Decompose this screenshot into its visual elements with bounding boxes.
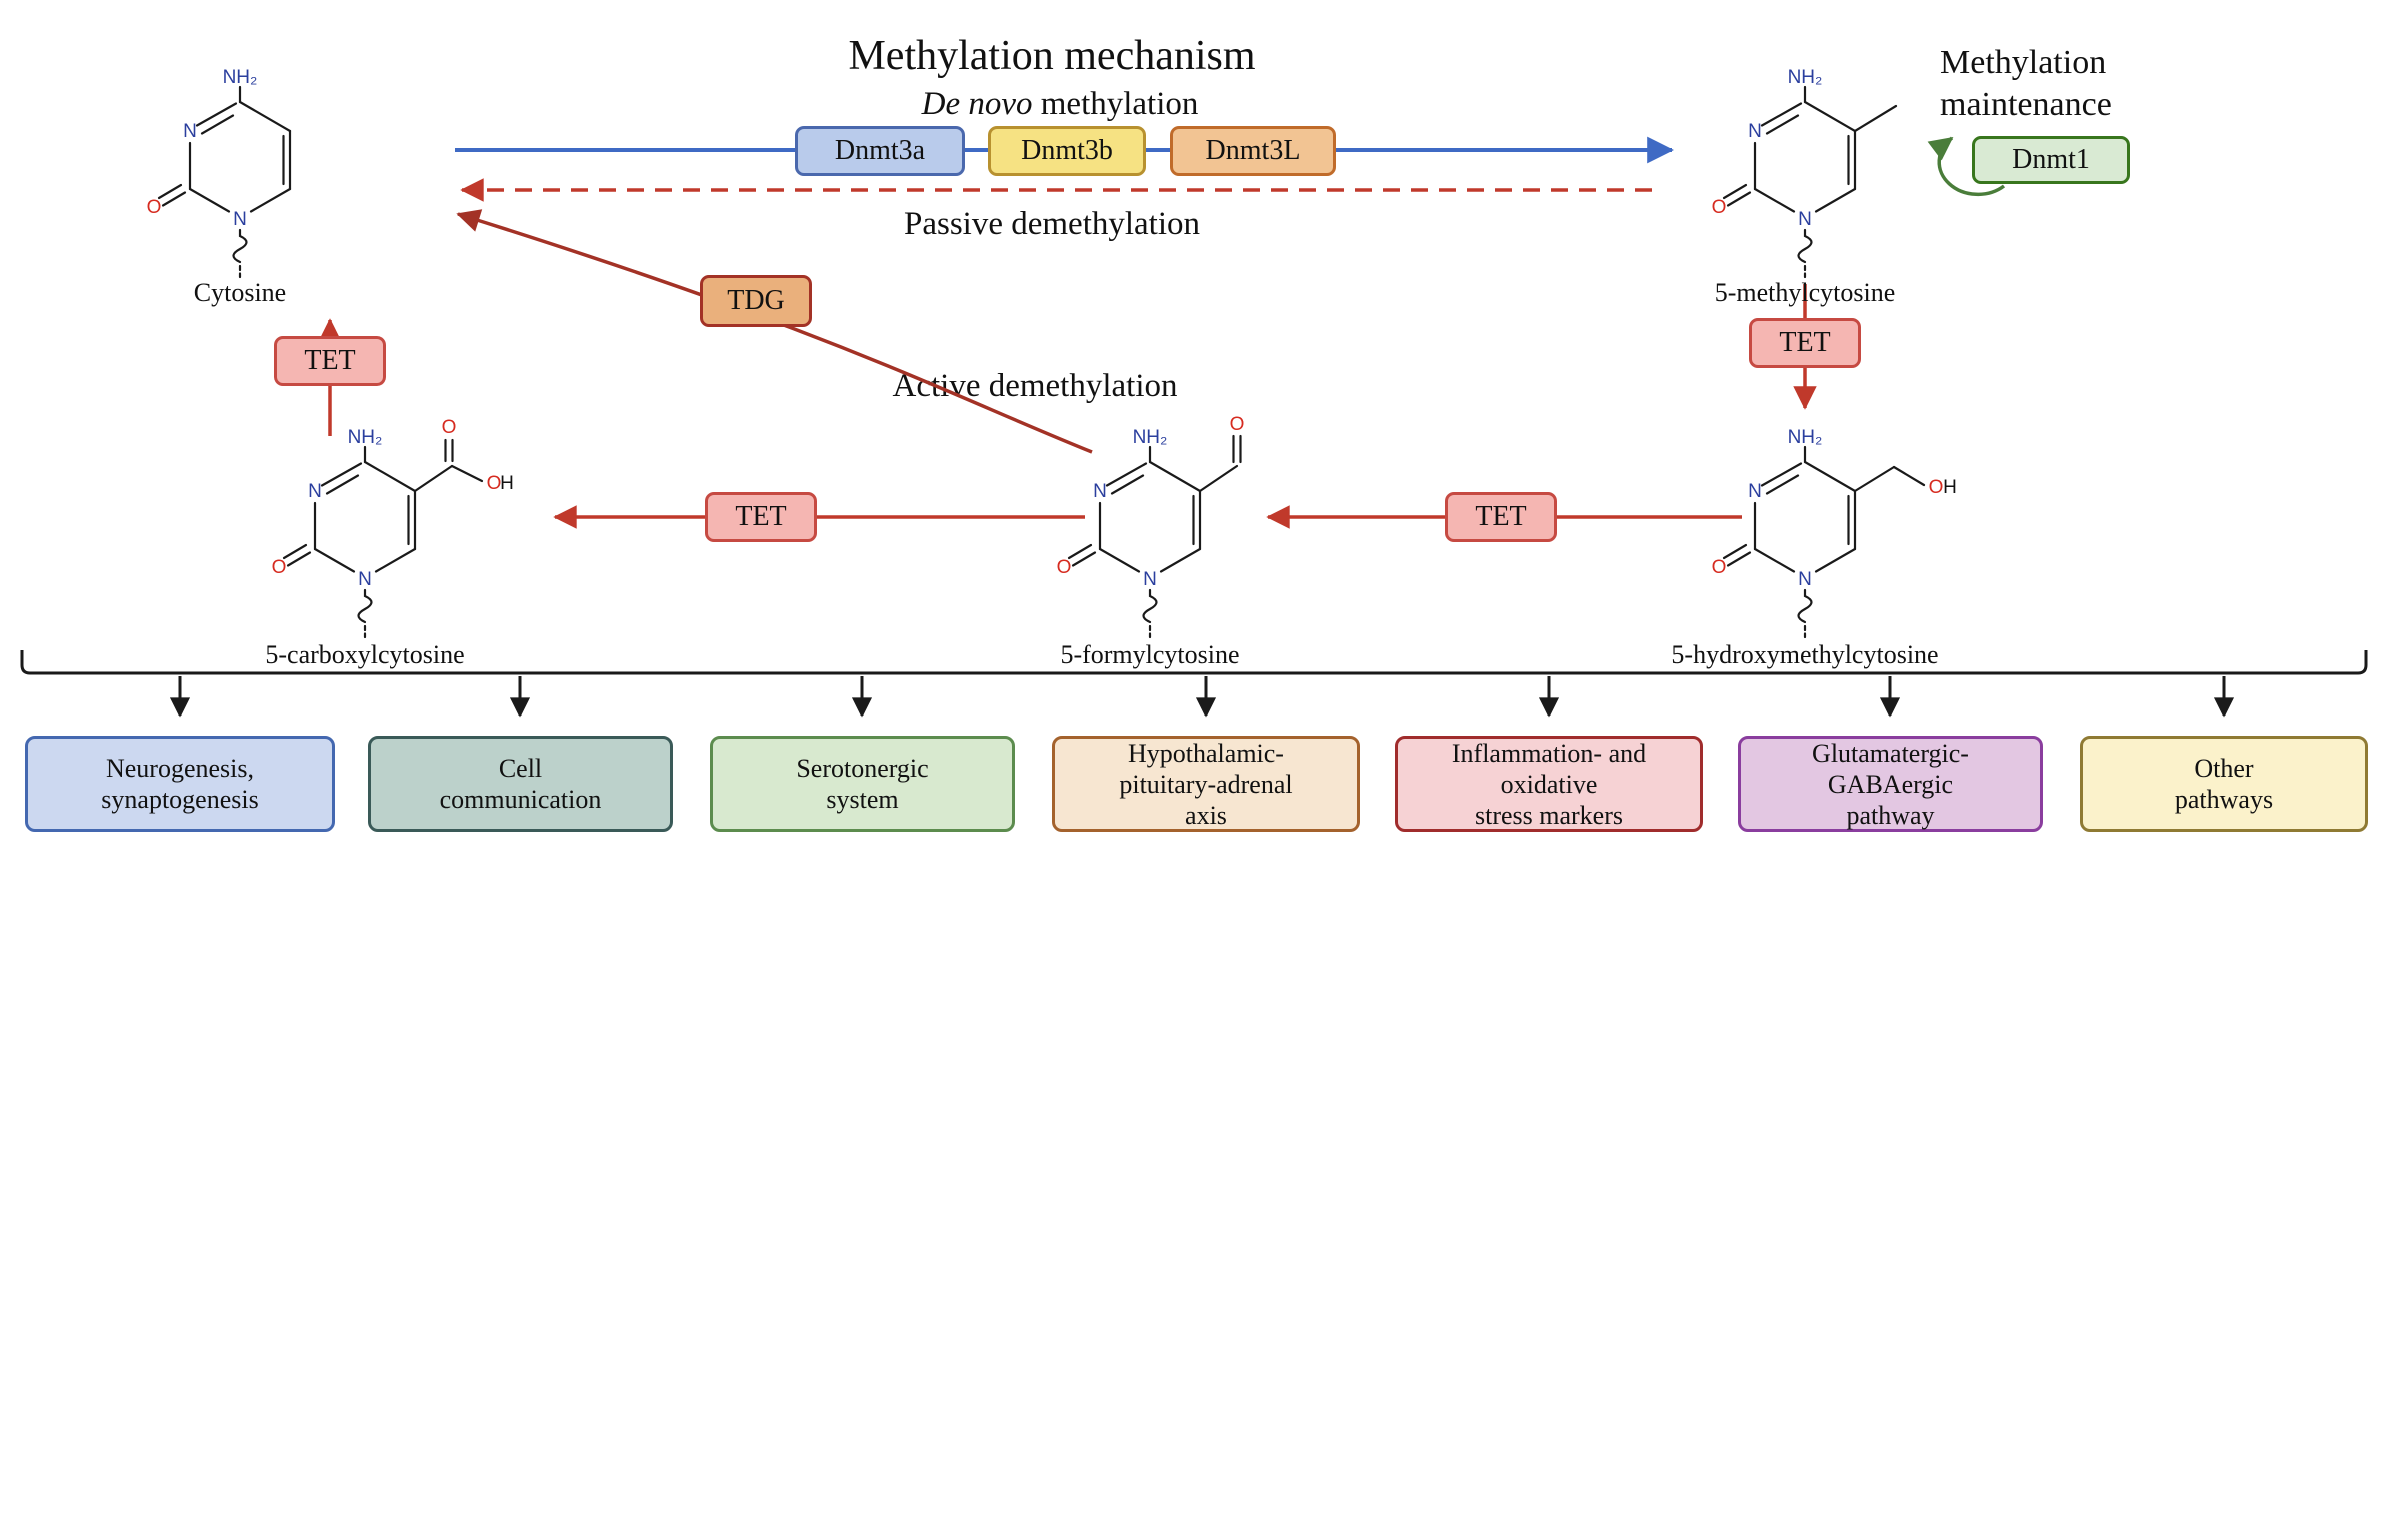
hydroxymethylcytosine-label: 5-hydroxymethylcytosine <box>1671 640 1939 669</box>
o-label: O <box>1057 557 1072 578</box>
nh2-label: NH₂ <box>1133 427 1168 448</box>
pathway-label: Hypothalamic- pituitary-adrenal axis <box>1119 738 1293 830</box>
h-label: H <box>500 473 514 494</box>
n-label: N <box>183 121 197 142</box>
dnmt3a-label: Dnmt3a <box>834 135 926 166</box>
n-label: N <box>1748 481 1762 502</box>
tet-box-3: TET <box>705 492 817 542</box>
passive-demethylation-label: Passive demethylation <box>903 206 1201 242</box>
formyl-bonds <box>1198 434 1242 493</box>
pathway-box-other: Other pathways <box>2080 736 2368 832</box>
pathway-label: Neurogenesis, synaptogenesis <box>101 754 259 814</box>
o-label: O <box>1230 414 1245 435</box>
o-label: O <box>147 197 162 218</box>
cytosine-structure: NH₂ N N O <box>147 67 292 279</box>
o-label: O <box>442 417 457 438</box>
de-novo-label: De novo methylation <box>922 86 1199 123</box>
tdg-box: TDG <box>700 275 812 327</box>
formylcytosine-structure: NH₂ N N O O <box>1057 414 1245 639</box>
pathway-box-cell-communication: Cell communication <box>368 736 673 832</box>
dnmt1-box: Dnmt1 <box>1972 136 2130 184</box>
maintenance-loop-arrow <box>1927 136 2006 197</box>
pathway-label: Inflammation- and oxidative stress marke… <box>1451 738 1647 830</box>
tdg-curve-arrow <box>456 209 1093 454</box>
pathway-label: Serotonergic system <box>796 754 929 814</box>
de-novo-rest: methylation <box>1032 86 1199 122</box>
tet-label: TET <box>304 345 356 376</box>
o-label: O <box>1929 477 1944 498</box>
maintenance-label: Methylation maintenance <box>1940 44 2112 123</box>
pathway-box-glutamatergic: Glutamatergic- GABAergic pathway <box>1738 736 2043 832</box>
dnmt1-label: Dnmt1 <box>2012 144 2090 175</box>
tet-box-2: TET <box>1445 492 1557 542</box>
tdg-label: TDG <box>727 285 785 316</box>
pathway-label: Other pathways <box>2174 754 2274 814</box>
methylcytosine-structure: NH₂ N N O <box>1712 67 1898 279</box>
methylcytosine-label: 5-methylcytosine <box>1714 278 1896 307</box>
cytosine-label: Cytosine <box>193 278 287 307</box>
tet-box-1: TET <box>1749 318 1861 368</box>
n-label: N <box>1143 569 1157 590</box>
dnmt3a-box: Dnmt3a <box>795 126 965 176</box>
dnmt3b-label: Dnmt3b <box>1021 135 1113 166</box>
pathway-box-neurogenesis: Neurogenesis, synaptogenesis <box>25 736 335 832</box>
n-label: N <box>308 481 322 502</box>
n-label: N <box>233 209 247 230</box>
o-label: O <box>272 557 287 578</box>
diagram-title: Methylation mechanism <box>848 33 1256 79</box>
n-label: N <box>358 569 372 590</box>
n-label: N <box>1093 481 1107 502</box>
o-label: O <box>1712 197 1727 218</box>
pathway-label: Glutamatergic- GABAergic pathway <box>1812 738 1969 830</box>
n-label: N <box>1748 121 1762 142</box>
tet-label: TET <box>735 501 787 532</box>
nh2-label: NH₂ <box>1788 67 1823 88</box>
o-label: O <box>1712 557 1727 578</box>
methyl-bond <box>1853 104 1898 133</box>
pathway-box-hpa-axis: Hypothalamic- pituitary-adrenal axis <box>1052 736 1360 832</box>
n-label: N <box>1798 569 1812 590</box>
n-label: N <box>1798 209 1812 230</box>
dnmt3b-box: Dnmt3b <box>988 126 1146 176</box>
nh2-label: NH₂ <box>223 67 258 88</box>
h-label: H <box>1943 477 1957 498</box>
o-label: O <box>487 473 502 494</box>
pathway-label: Cell communication <box>439 754 602 814</box>
tet-box-4: TET <box>274 336 386 386</box>
nh2-label: NH₂ <box>1788 427 1823 448</box>
dnmt3l-label: Dnmt3L <box>1205 135 1301 166</box>
pathway-box-serotonergic: Serotonergic system <box>710 736 1015 832</box>
carboxylcytosine-structure: NH₂ N N O O O H <box>272 417 514 639</box>
hydroxymethyl-bonds <box>1853 465 1926 493</box>
dnmt3l-box: Dnmt3L <box>1170 126 1336 176</box>
tet-label: TET <box>1779 327 1831 358</box>
carboxyl-bonds <box>413 438 484 493</box>
bottom-bracket <box>20 650 2368 675</box>
pathway-box-inflammation: Inflammation- and oxidative stress marke… <box>1395 736 1703 832</box>
nh2-label: NH₂ <box>348 427 383 448</box>
carboxylcytosine-label: 5-carboxylcytosine <box>265 640 465 669</box>
de-novo-italic: De novo <box>921 86 1033 122</box>
formylcytosine-label: 5-formylcytosine <box>1060 640 1240 669</box>
hydroxymethylcytosine-structure: NH₂ N N O O H <box>1712 427 1957 639</box>
tet-label: TET <box>1475 501 1527 532</box>
